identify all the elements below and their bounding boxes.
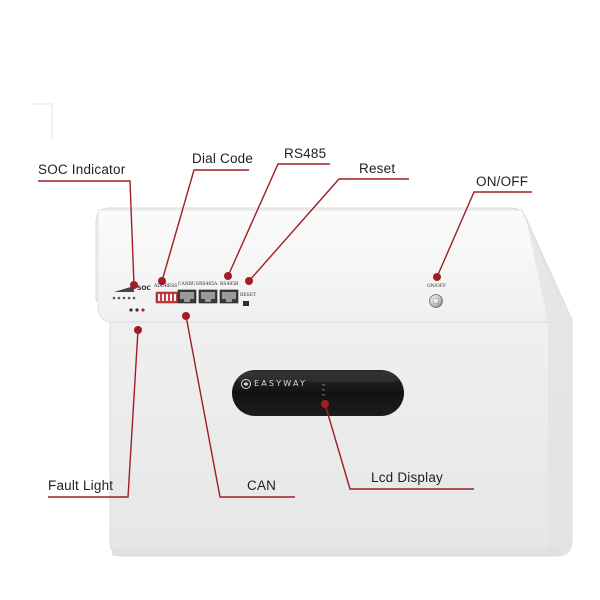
endpoint-reset xyxy=(245,277,253,285)
device-label-canbus: CANBUS xyxy=(178,282,199,287)
callout-soc-indicator: SOC Indicator xyxy=(38,162,126,177)
leader-can xyxy=(185,315,295,498)
endpoint-lcd-display xyxy=(321,400,329,408)
fault-light xyxy=(129,308,145,312)
callout-rs485: RS485 xyxy=(284,146,327,161)
endpoint-on-off xyxy=(433,273,441,281)
device-label-rs485a: RS485A xyxy=(199,282,218,287)
top-panel xyxy=(97,209,561,323)
device-label-rs485b: RS485B xyxy=(220,282,239,287)
endpoint-soc-indicator xyxy=(130,281,138,289)
callout-lcd-display: Lcd Display xyxy=(371,470,443,485)
device-label-onoff: ON/OFF xyxy=(427,284,447,289)
soc-indicator-leds xyxy=(112,286,136,300)
leader-fault-light xyxy=(48,329,139,498)
leader-lcd-display xyxy=(324,403,474,490)
device-label-soc: SOC xyxy=(137,285,151,292)
callout-fault-light: Fault Light xyxy=(48,478,114,493)
callout-can: CAN xyxy=(247,478,277,493)
callout-dial-code: Dial Code xyxy=(192,151,254,166)
device-label-reset: RESET xyxy=(240,293,257,298)
device-label-address: ADDRESS xyxy=(154,284,178,289)
callout-on-off: ON/OFF xyxy=(476,174,529,189)
leader-soc-indicator xyxy=(38,180,135,286)
port-canbus xyxy=(177,289,197,304)
leader-endpoints xyxy=(130,272,441,408)
endpoint-rs485 xyxy=(224,272,232,280)
easyway-logo-icon xyxy=(241,379,251,389)
leader-on-off xyxy=(436,191,532,278)
endpoint-fault-light xyxy=(134,326,142,334)
endpoint-can xyxy=(182,312,190,320)
dip-switch xyxy=(155,291,179,304)
endpoint-dial-code xyxy=(158,277,166,285)
lcd-display xyxy=(232,370,404,416)
callout-reset: Reset xyxy=(359,161,396,176)
port-rs485a xyxy=(198,289,218,304)
lcd-brand-text: EASYWAY xyxy=(254,379,308,388)
power-button-icon xyxy=(429,294,443,308)
leader-dial-code xyxy=(161,169,249,282)
port-rs485b xyxy=(219,289,239,304)
leader-rs485 xyxy=(227,163,330,277)
reset-button xyxy=(243,301,249,306)
leader-reset xyxy=(248,178,409,282)
corner-mark xyxy=(32,103,53,140)
leader-lines xyxy=(38,163,532,498)
